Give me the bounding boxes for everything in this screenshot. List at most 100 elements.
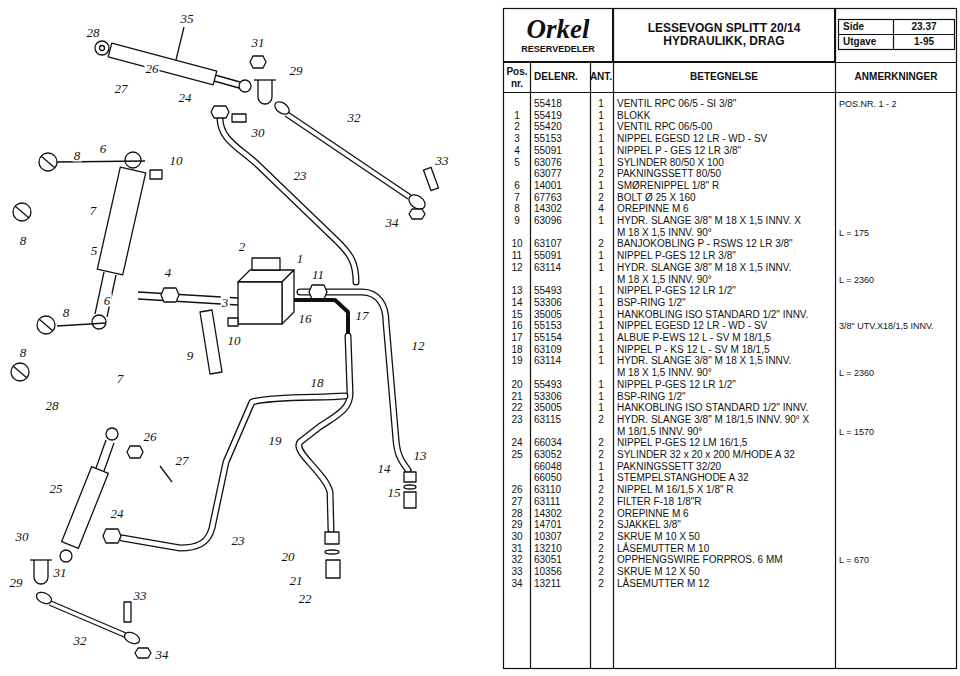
quantity: 1 [598, 321, 604, 333]
part-number: 63096 [534, 215, 562, 227]
machine-part [409, 209, 425, 219]
quantity: 2 [598, 555, 604, 567]
hydraulic-hose [220, 118, 356, 282]
quantity: 2 [598, 508, 604, 520]
table-rule [590, 62, 591, 668]
position-number: 16 [511, 321, 522, 333]
callout-number: 9 [186, 349, 195, 362]
part-description: SKRUE M 12 X 50 [617, 566, 700, 578]
part-description: FILTER F-18 1/8"R [617, 496, 702, 508]
machine-part [35, 590, 54, 606]
callout-number: 5 [90, 244, 99, 257]
part-number: 63110 [534, 484, 561, 496]
machine-part [37, 316, 55, 334]
part-description: SYLINDER 80/50 X 100 [617, 157, 724, 169]
remark: POS.NR. 1 - 2 [839, 99, 897, 109]
position-number: 26 [511, 484, 522, 496]
part-number: 13211 [534, 578, 561, 590]
quantity: 2 [598, 414, 604, 426]
part-number: 55493 [534, 379, 562, 391]
part-description: SJAKKEL 3/8" [617, 519, 681, 531]
machine-part [239, 80, 251, 92]
machine-part [62, 467, 109, 549]
remark: L = 670 [839, 555, 869, 565]
part-description: NIPPEL P - KS 12 L - SV M 18/1,5 [617, 344, 769, 356]
callout-number: 27 [114, 82, 129, 95]
machine-part [232, 114, 246, 122]
callout-number: 25 [49, 482, 64, 495]
machine-part [103, 529, 121, 543]
quantity: 1 [598, 285, 604, 297]
brand-logo: Orkel [527, 15, 590, 45]
machine-part [404, 492, 416, 508]
part-description: M 18 X 1,5 INNV. 90° [617, 227, 712, 239]
part-number: 63051 [534, 555, 562, 567]
position-number: 29 [511, 519, 522, 531]
machine-part [228, 318, 238, 326]
machine-part [100, 46, 105, 51]
part-description: NIPPEL P-GES 12 LM 16/1,5 [617, 438, 747, 450]
part-description: NIPPEL EGESD 12 LR - WD - SV [617, 133, 767, 145]
header-caption: Utgave [843, 36, 876, 48]
machine-part [125, 152, 141, 168]
callout-number: 12 [411, 339, 426, 352]
part-description: PAKNINGSSETT 32/20 [617, 461, 721, 473]
machine-part [92, 315, 106, 329]
callout-number: 34 [155, 648, 170, 661]
part-number: 55153 [534, 321, 562, 333]
callout-number: 2 [238, 240, 247, 253]
part-description: NIPPEL P-GES 12 LR 1/2" [617, 379, 736, 391]
callout-number: 28 [45, 399, 60, 412]
part-description: NIPPEL P - GES 12 LR 3/8" [617, 145, 741, 157]
machine-part [214, 81, 239, 88]
quantity: 1 [598, 98, 604, 110]
callout-number: 8 [62, 306, 71, 319]
position-number: 4 [514, 145, 520, 157]
part-description: PAKNINGSSETT 80/50 [617, 168, 721, 180]
part-description: OPPHENGSWIRE FORPROS. 6 MM [617, 555, 783, 567]
table-rule [838, 34, 955, 35]
part-number: 55091 [534, 250, 562, 262]
quantity: 1 [598, 133, 604, 145]
position-number: 19 [511, 356, 522, 368]
part-number: 55420 [534, 122, 562, 134]
position-number: 12 [511, 262, 522, 274]
machine-part [127, 446, 143, 458]
part-description: HYDR. SLANGE 3/8" M 18 X 1,5 INNV. [617, 262, 791, 274]
callout-number: 29 [9, 576, 24, 589]
part-number: 63109 [534, 344, 562, 356]
position-number: 17 [511, 332, 522, 344]
machine-part [282, 270, 294, 324]
machine-part [161, 288, 179, 302]
part-description: STEMPELSTANGHODE A 32 [617, 473, 749, 485]
hydraulic-hose [300, 292, 408, 470]
callout-number: 31 [53, 566, 68, 579]
position-number: 32 [511, 555, 522, 567]
position-number: 20 [511, 379, 522, 391]
machine-part [309, 285, 327, 299]
part-number: 55154 [534, 332, 562, 344]
column-heading: Pos. nr. [505, 66, 529, 89]
quantity: 1 [598, 180, 604, 192]
part-number: 14701 [534, 519, 562, 531]
position-number: 21 [511, 391, 522, 403]
position-number: 25 [511, 449, 522, 461]
machine-part [104, 443, 114, 471]
part-number: 63111 [534, 496, 560, 508]
machine-part [57, 323, 106, 326]
machine-part [96, 440, 106, 468]
part-number: 10356 [534, 566, 562, 578]
callout-number: 1 [296, 252, 305, 265]
part-description: HYDR. SLANGE 3/8" M 18 X 1,5 INNV. [617, 356, 791, 368]
position-number: 7 [514, 192, 520, 204]
callout-number: 26 [145, 62, 160, 75]
remark: L = 2360 [839, 274, 874, 284]
column-heading: ANT. [590, 71, 612, 83]
machine-part [108, 43, 217, 85]
part-description: M 18/1,5 INNV. 90° [617, 426, 702, 438]
remark: L = 2360 [839, 368, 874, 378]
table-rule [835, 8, 836, 668]
callout-number: 23 [293, 169, 308, 182]
position-number: 31 [511, 543, 522, 555]
machine-part [57, 161, 145, 162]
